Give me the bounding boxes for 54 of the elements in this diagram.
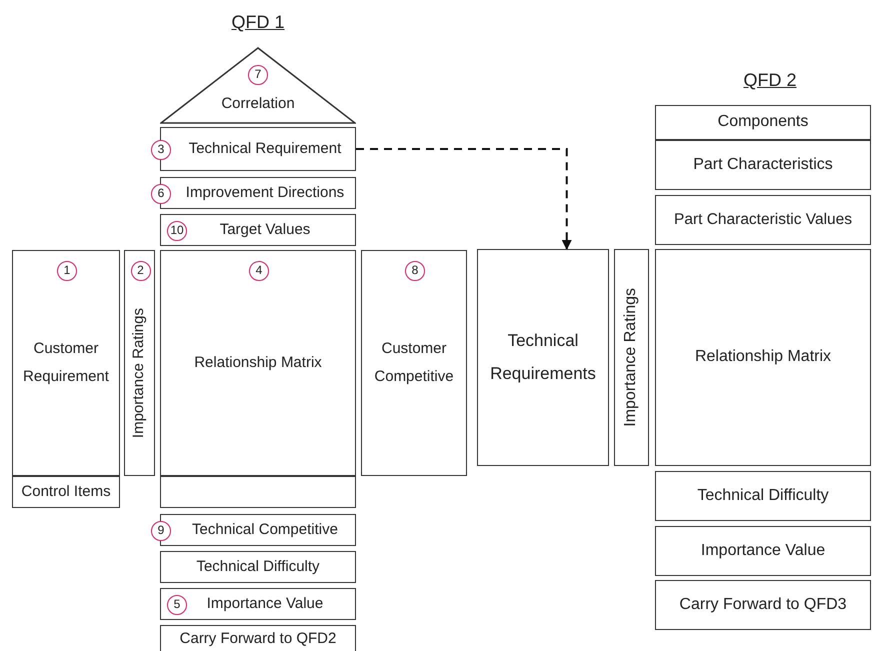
box-label: Target Values <box>218 220 310 240</box>
section-box <box>655 580 871 630</box>
section-box <box>655 195 871 245</box>
box-label: Improvement Directions <box>184 182 344 203</box>
empty-box <box>160 476 356 508</box>
callout-number: 1 <box>57 261 77 281</box>
callout-number: 4 <box>249 261 269 281</box>
box-label: Importance Ratings <box>129 308 148 438</box>
section-box <box>655 526 871 576</box>
matrix-box <box>477 249 609 466</box>
matrix-box <box>124 250 155 476</box>
box-label: Technical Requirements <box>489 330 597 384</box>
matrix-box <box>361 250 467 476</box>
matrix-box <box>655 249 871 466</box>
box-label: Carry Forward to QFD3 <box>679 594 847 615</box>
section-box <box>160 588 356 620</box>
section-box <box>160 551 356 583</box>
arrow <box>356 148 572 250</box>
section-box <box>655 140 871 190</box>
callout-number: 7 <box>248 65 268 85</box>
box-label: Technical Difficulty <box>196 556 320 577</box>
box-label: Importance Ratings <box>621 288 640 427</box>
section-heading: QFD 2 <box>744 70 796 91</box>
box-label: Customer Requirement <box>22 338 110 387</box>
box-label: Importance Value <box>700 540 826 561</box>
box-label: Components <box>718 112 808 132</box>
box-label: Customer Competitive <box>373 338 455 387</box>
box-label: Part Characteristic Values <box>674 210 852 230</box>
section-box <box>160 214 356 246</box>
section-box <box>160 625 356 651</box>
section-box <box>655 105 871 140</box>
section-box <box>655 471 871 521</box>
callout-number: 8 <box>405 261 425 281</box>
matrix-box <box>12 250 120 476</box>
callout-number: 6 <box>151 184 171 204</box>
section-box <box>12 476 120 508</box>
box-label: Technical Requirement <box>188 138 342 159</box>
matrix-box <box>160 250 356 476</box>
callout-number: 9 <box>151 521 171 541</box>
matrix-box <box>614 249 649 466</box>
callout-number: 2 <box>130 261 150 281</box>
section-heading: QFD 1 <box>232 12 284 33</box>
box-label: Control Items <box>21 482 111 502</box>
box-label: Importance Value <box>206 594 324 614</box>
callout-number: 10 <box>167 221 187 241</box>
box-label: Relationship Matrix <box>694 347 832 368</box>
box-label: Correlation <box>221 94 295 114</box>
box-label: Technical Difficulty <box>697 486 829 506</box>
box-label: Technical Competitive <box>191 520 338 540</box>
box-label: Part Characteristics <box>693 154 833 175</box>
box-label: Relationship Matrix <box>194 352 322 373</box>
callout-number: 3 <box>151 140 171 160</box>
callout-number: 5 <box>167 595 187 615</box>
box-label: Carry Forward to QFD2 <box>180 628 336 649</box>
